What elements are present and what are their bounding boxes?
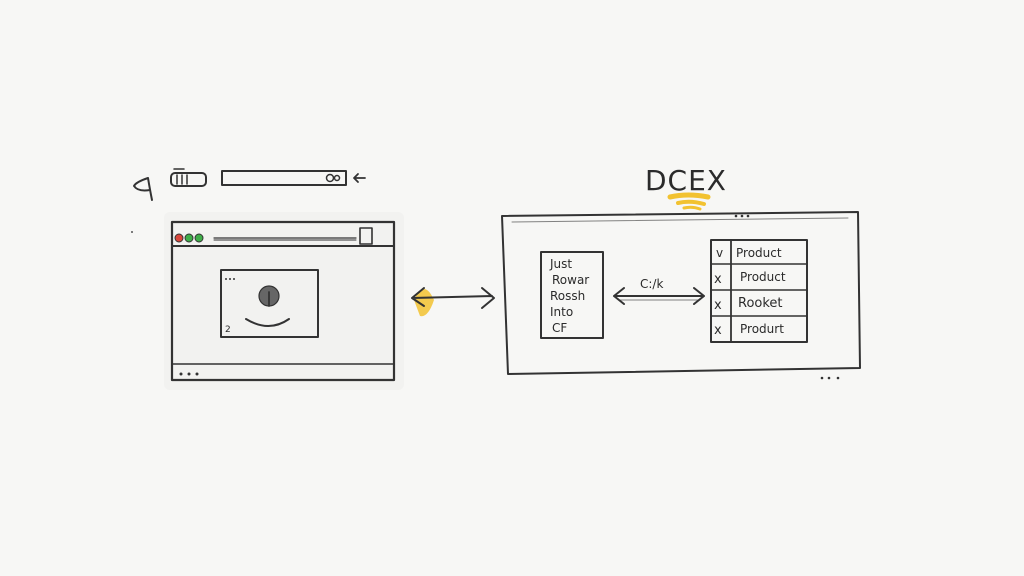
- back-arrow-icon[interactable]: [133, 177, 153, 201]
- list-item: Rowar: [552, 273, 589, 287]
- row-label: Produrt: [740, 322, 784, 336]
- search-icon[interactable]: [325, 173, 341, 183]
- row-mark[interactable]: x: [714, 323, 722, 338]
- row-mark[interactable]: v: [716, 246, 723, 260]
- left-arrow-icon[interactable]: [353, 173, 366, 183]
- connector-label: C:/k: [640, 277, 663, 291]
- address-bar[interactable]: [221, 170, 347, 186]
- list-item: CF: [552, 321, 567, 335]
- smiley-face-icon: 2: [225, 285, 290, 335]
- diagram-title-group: DCEX: [645, 164, 727, 211]
- svg-text:2: 2: [225, 325, 231, 335]
- row-label: Rooket: [738, 296, 783, 311]
- browser-window: 2: [164, 212, 404, 390]
- diagram-title: DCEX: [645, 164, 727, 197]
- row-label: Product: [736, 246, 782, 260]
- row-mark[interactable]: x: [714, 298, 722, 313]
- window-max-dot[interactable]: [194, 233, 204, 243]
- toggle-icon[interactable]: [170, 168, 207, 187]
- row-label: Product: [740, 270, 786, 284]
- product-table[interactable]: v Product x Product x Rooket x Produrt: [710, 239, 808, 343]
- media-card[interactable]: 2: [220, 269, 319, 338]
- window-close-dot[interactable]: [174, 233, 184, 243]
- source-list[interactable]: Just Rowar Rossh Into CF: [540, 251, 604, 339]
- window-min-dot[interactable]: [184, 233, 194, 243]
- sync-arrow: [411, 287, 495, 317]
- list-item: Just: [549, 257, 572, 271]
- window-scroll-handle[interactable]: [359, 227, 373, 245]
- system-panel: Just Rowar Rossh Into CF C:/k v Product …: [501, 211, 861, 380]
- connector: C:/k: [613, 277, 705, 305]
- list-item: Into: [550, 305, 573, 319]
- row-mark[interactable]: x: [714, 272, 722, 287]
- list-item: Rossh: [550, 289, 585, 303]
- toolbar-sketch: [133, 168, 366, 201]
